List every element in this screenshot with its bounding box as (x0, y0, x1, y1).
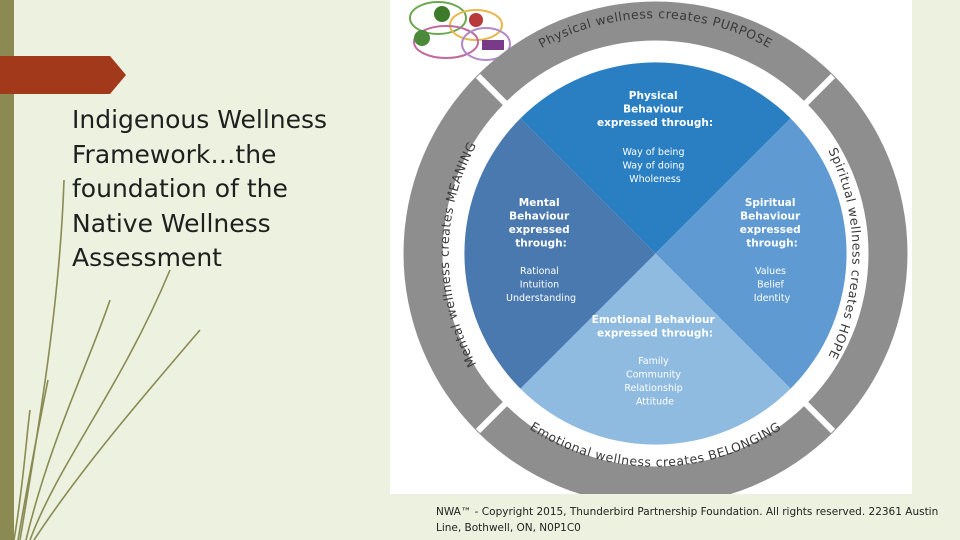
logo-emblem-1 (434, 6, 450, 22)
physical-quadrant (520, 62, 791, 254)
mental-items: Rational Intuition Understanding (506, 266, 576, 304)
logo-emblem-4 (482, 40, 504, 50)
mental-quadrant (464, 118, 656, 389)
grass-decoration (13, 179, 201, 540)
spiritual-heading: Spiritual Behaviour expressed through: (740, 197, 805, 250)
wellness-wheel: Physical wellness creates PURPOSE Spirit… (403, 1, 908, 494)
copyright-notice: NWA™ - Copyright 2015, Thunderbird Partn… (436, 506, 939, 534)
spiritual-items: Values Belief Identity (754, 266, 791, 304)
mental-heading: Mental Behaviour expressed through: (509, 197, 574, 250)
framework-image: Physical wellness creates PURPOSE Spirit… (390, 0, 912, 494)
logo-ring-gold (449, 9, 503, 41)
emotional-quadrant (520, 253, 791, 445)
partner-logos (409, 1, 511, 61)
spiritual-quadrant (655, 118, 847, 389)
accent-arrow (0, 56, 126, 94)
emotional-heading: Emotional Behaviour expressed through: (592, 314, 719, 340)
emotional-items: Family Community Relationship Attitude (624, 356, 685, 408)
physical-heading: Physical Behaviour expressed through: (597, 90, 713, 129)
sidebar-stem (0, 0, 14, 540)
logo-ring-purple (461, 27, 511, 61)
logo-emblem-3 (414, 30, 430, 46)
logo-ring-pink (413, 25, 479, 59)
logo-ring-green (409, 1, 467, 35)
logo-emblem-2 (469, 13, 483, 27)
slide-title: Indigenous Wellness Framework…the founda… (72, 105, 328, 272)
physical-items: Way of being Way of doing Wholeness (622, 147, 687, 185)
